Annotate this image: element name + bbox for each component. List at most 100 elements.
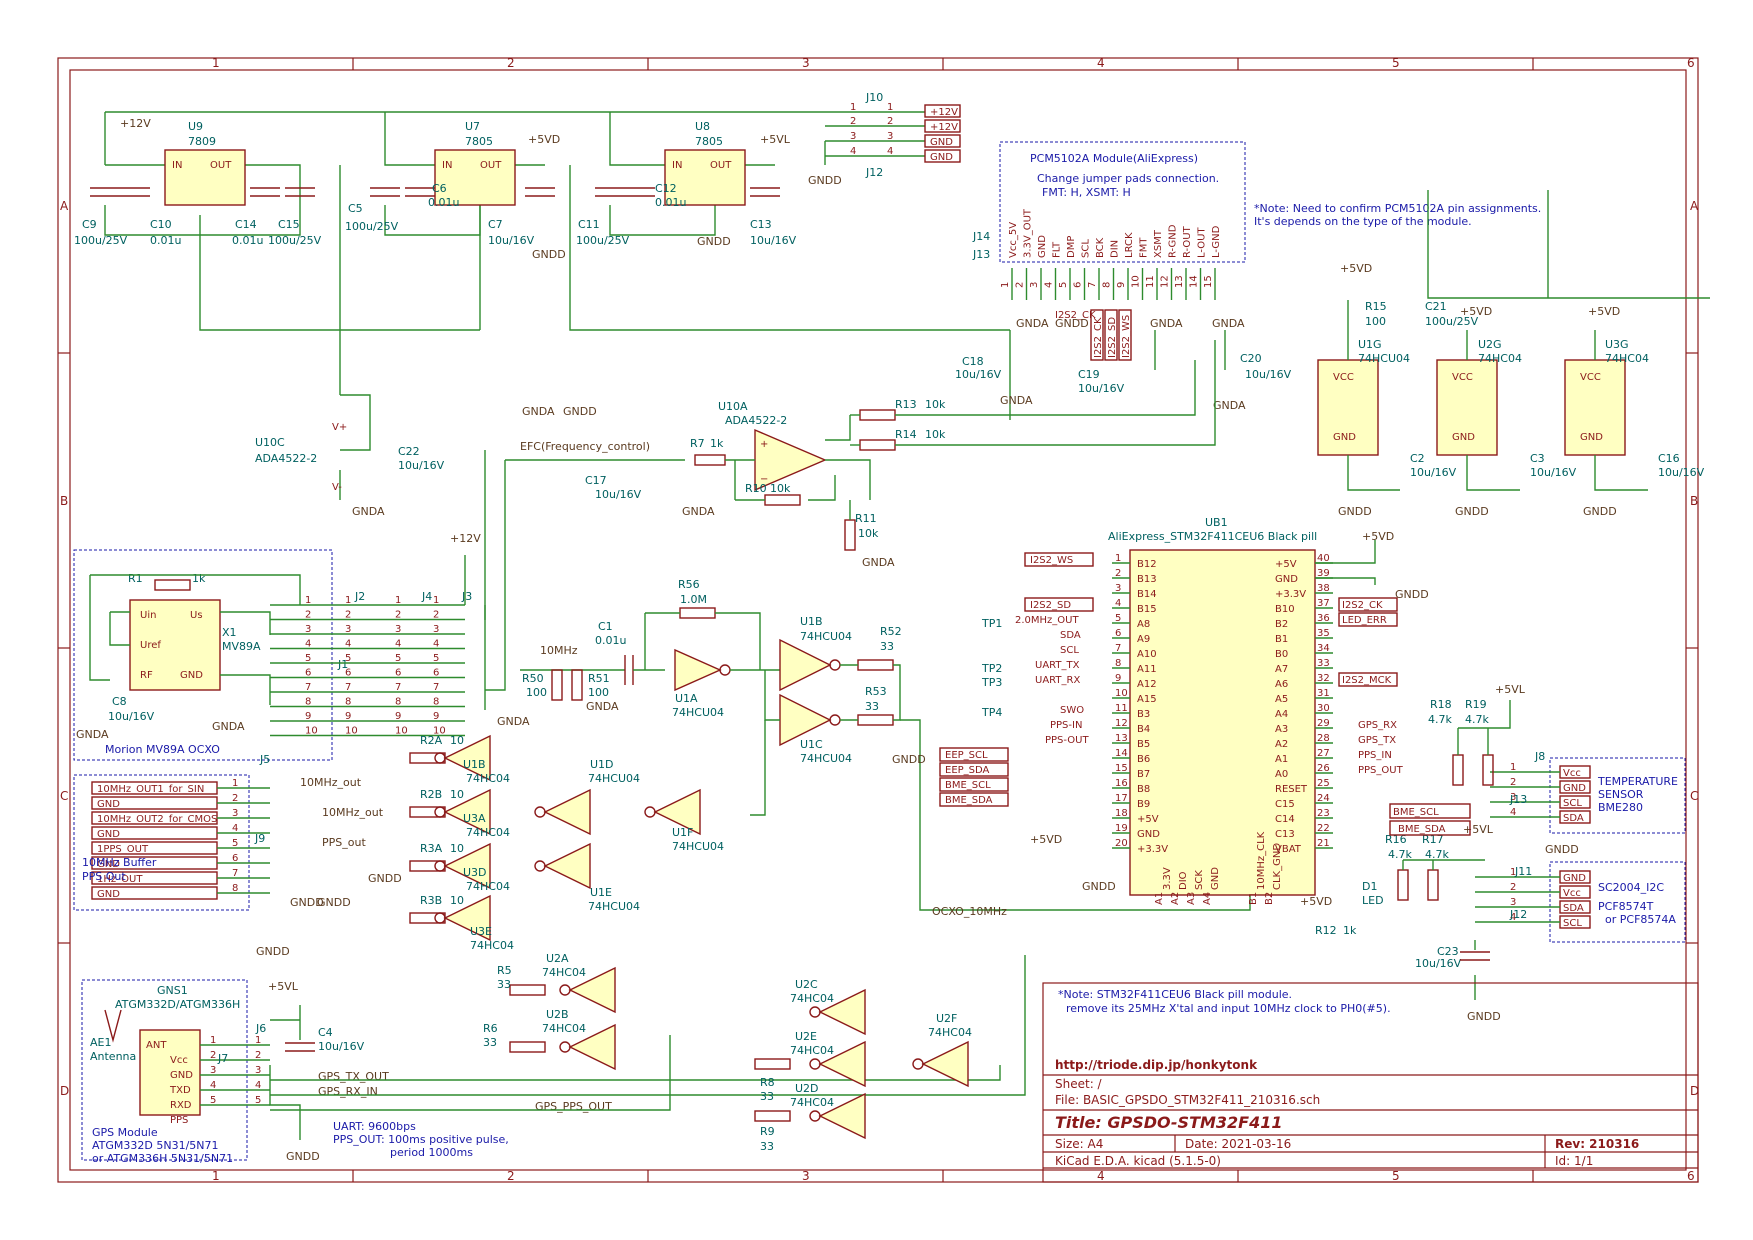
u1d-ref: U1D [590, 758, 614, 771]
u1e-ref: U1E [590, 886, 612, 899]
u8-ref: U8 [695, 120, 710, 133]
u1f-ref: U1F [672, 826, 693, 839]
r3b-ref: R3B [420, 894, 442, 907]
lcd-pin-label: SCL [1563, 918, 1582, 929]
efc-net: EFC(Frequency_control) [520, 440, 650, 453]
pcm-pin-num: 15 [1203, 275, 1214, 288]
j10-pin: 2 [887, 116, 893, 127]
bme-pin-label: SCL [1563, 798, 1582, 809]
r10-value: 10k [770, 482, 791, 495]
conn-pin-num: 8 [433, 697, 439, 708]
pcm-pin-name: R-OUT [1182, 225, 1193, 258]
r50-value: 100 [526, 686, 547, 699]
out-pin-num: 8 [232, 883, 238, 894]
bme-title1: TEMPERATURE [1597, 775, 1678, 788]
u2f-value: 74HC04 [928, 1026, 972, 1039]
inverter-gate [543, 842, 591, 890]
d1-value: LED [1362, 894, 1384, 907]
inverter-gate [443, 842, 491, 890]
pcm-pin-name: FLT [1052, 241, 1063, 258]
mcu-note2: remove its 25MHz X'tal and input 10MHz c… [1066, 1002, 1391, 1015]
gps-pin-num: 2 [210, 1050, 216, 1061]
gns1-pin-name: Vcc [170, 1055, 188, 1066]
conn-pin-num: 10 [305, 726, 318, 737]
gnda-label: GNDA [1213, 399, 1246, 412]
out-label: GND [97, 799, 120, 810]
u1e-value: 74HCU04 [588, 900, 640, 913]
mcu-left-flag [939, 762, 1009, 777]
gndd-label: GNDD [1467, 1010, 1501, 1023]
tp1: TP1 [981, 617, 1002, 630]
out-label: GND [97, 889, 120, 900]
conn-pin-num: 1 [433, 595, 439, 606]
conn-pin-num: 3 [345, 624, 351, 635]
mcu-pin-num: 26 [1317, 763, 1330, 774]
r17-ref: R17 [1422, 833, 1444, 846]
rail-5vd: +5VD [1588, 305, 1620, 318]
mcu-left-label: 2.0MHz_OUT [1015, 615, 1079, 626]
u2c-ref: U2C [795, 978, 818, 991]
r9-ref: R9 [760, 1125, 775, 1138]
mcu-left-pin: A11 [1137, 664, 1157, 675]
gns1-value: ATGM332D/ATGM336H [115, 998, 240, 1011]
gps-pin-num: 3 [210, 1065, 216, 1076]
net-gps-rx: GPS_RX_IN [318, 1085, 378, 1098]
c3-ref: C3 [1530, 452, 1545, 465]
pcm-pin-name: SCL [1081, 239, 1092, 258]
lcd-pin-num: 2 [1510, 882, 1516, 893]
i2s-flag [1118, 309, 1132, 361]
conn-pin-num: 10 [395, 726, 408, 737]
pcm-pin-num: 9 [1116, 282, 1127, 288]
r51-value: 100 [588, 686, 609, 699]
conn-pin-num: 1 [305, 595, 311, 606]
conn-pin-num: 8 [305, 697, 311, 708]
conn-pin-num: 3 [395, 624, 401, 635]
inverter-gate [818, 1092, 866, 1140]
pcm-pin-name: FMT [1139, 237, 1150, 258]
j13-ref: J13 [972, 248, 990, 261]
pcm-pin-num: 13 [1174, 275, 1185, 288]
c23-value: 10u/16V [1415, 957, 1462, 970]
mcu-pin-num: 31 [1317, 688, 1330, 699]
mcu-right-label: LED_ERR [1342, 615, 1387, 626]
j10-pin: 2 [850, 116, 856, 127]
pcm-line1: Change jumper pads connection. [1037, 172, 1219, 185]
gndd-label: GNDD [892, 753, 926, 766]
mcu-pin-num: 27 [1317, 748, 1330, 759]
u9-in: IN [172, 160, 182, 171]
gnda-label: GNDA [1212, 317, 1245, 330]
gndd-label: GNDD [808, 174, 842, 187]
mcu-left-pin: A12 [1137, 679, 1157, 690]
c4-ref: C4 [318, 1026, 333, 1039]
mcu-pin-num: 18 [1115, 808, 1128, 819]
conn-pin-num: 9 [433, 711, 439, 722]
conn-pin-num: 3 [305, 624, 311, 635]
mcu-pin-num: 39 [1317, 568, 1330, 579]
inverter-bubble [559, 984, 571, 996]
u1a-ref: U1A [675, 692, 698, 705]
u8-regulator [664, 149, 746, 206]
bme-title2: SENSOR [1598, 788, 1644, 801]
tp4: TP4 [981, 706, 1002, 719]
j9-ref: J9 [254, 832, 265, 845]
conn-pin-num: 7 [305, 682, 311, 693]
mcu-bottom-pin: 3.3V [1162, 867, 1173, 890]
conn-pin-num: 5 [395, 653, 401, 664]
title-block: *Note: STM32F411CEU6 Black pill module. … [1042, 982, 1699, 1183]
conn-pin-num: 7 [345, 682, 351, 693]
mcu-left-label: SCL [1060, 645, 1079, 656]
series-resistor [754, 1058, 791, 1070]
gndd-label: GNDD [1395, 588, 1429, 601]
i2s-label: I2S2_WS [1121, 315, 1132, 358]
u2d-value: 74HC04 [790, 1096, 834, 1109]
gndd-label: GNDD [1082, 880, 1116, 893]
net-10mhz-out: 10MHz_out [322, 806, 384, 819]
mcu-pin-num: 16 [1115, 778, 1128, 789]
c10-value: 0.01u [150, 234, 181, 247]
c23-ref: C23 [1437, 945, 1459, 958]
c19-value: 10u/16V [1078, 382, 1125, 395]
c22-value: 10u/16V [398, 459, 445, 472]
mcu-pin-num: 14 [1115, 748, 1128, 759]
u3e-ref: U3E [470, 925, 492, 938]
mcu-left-flag [1024, 597, 1094, 612]
